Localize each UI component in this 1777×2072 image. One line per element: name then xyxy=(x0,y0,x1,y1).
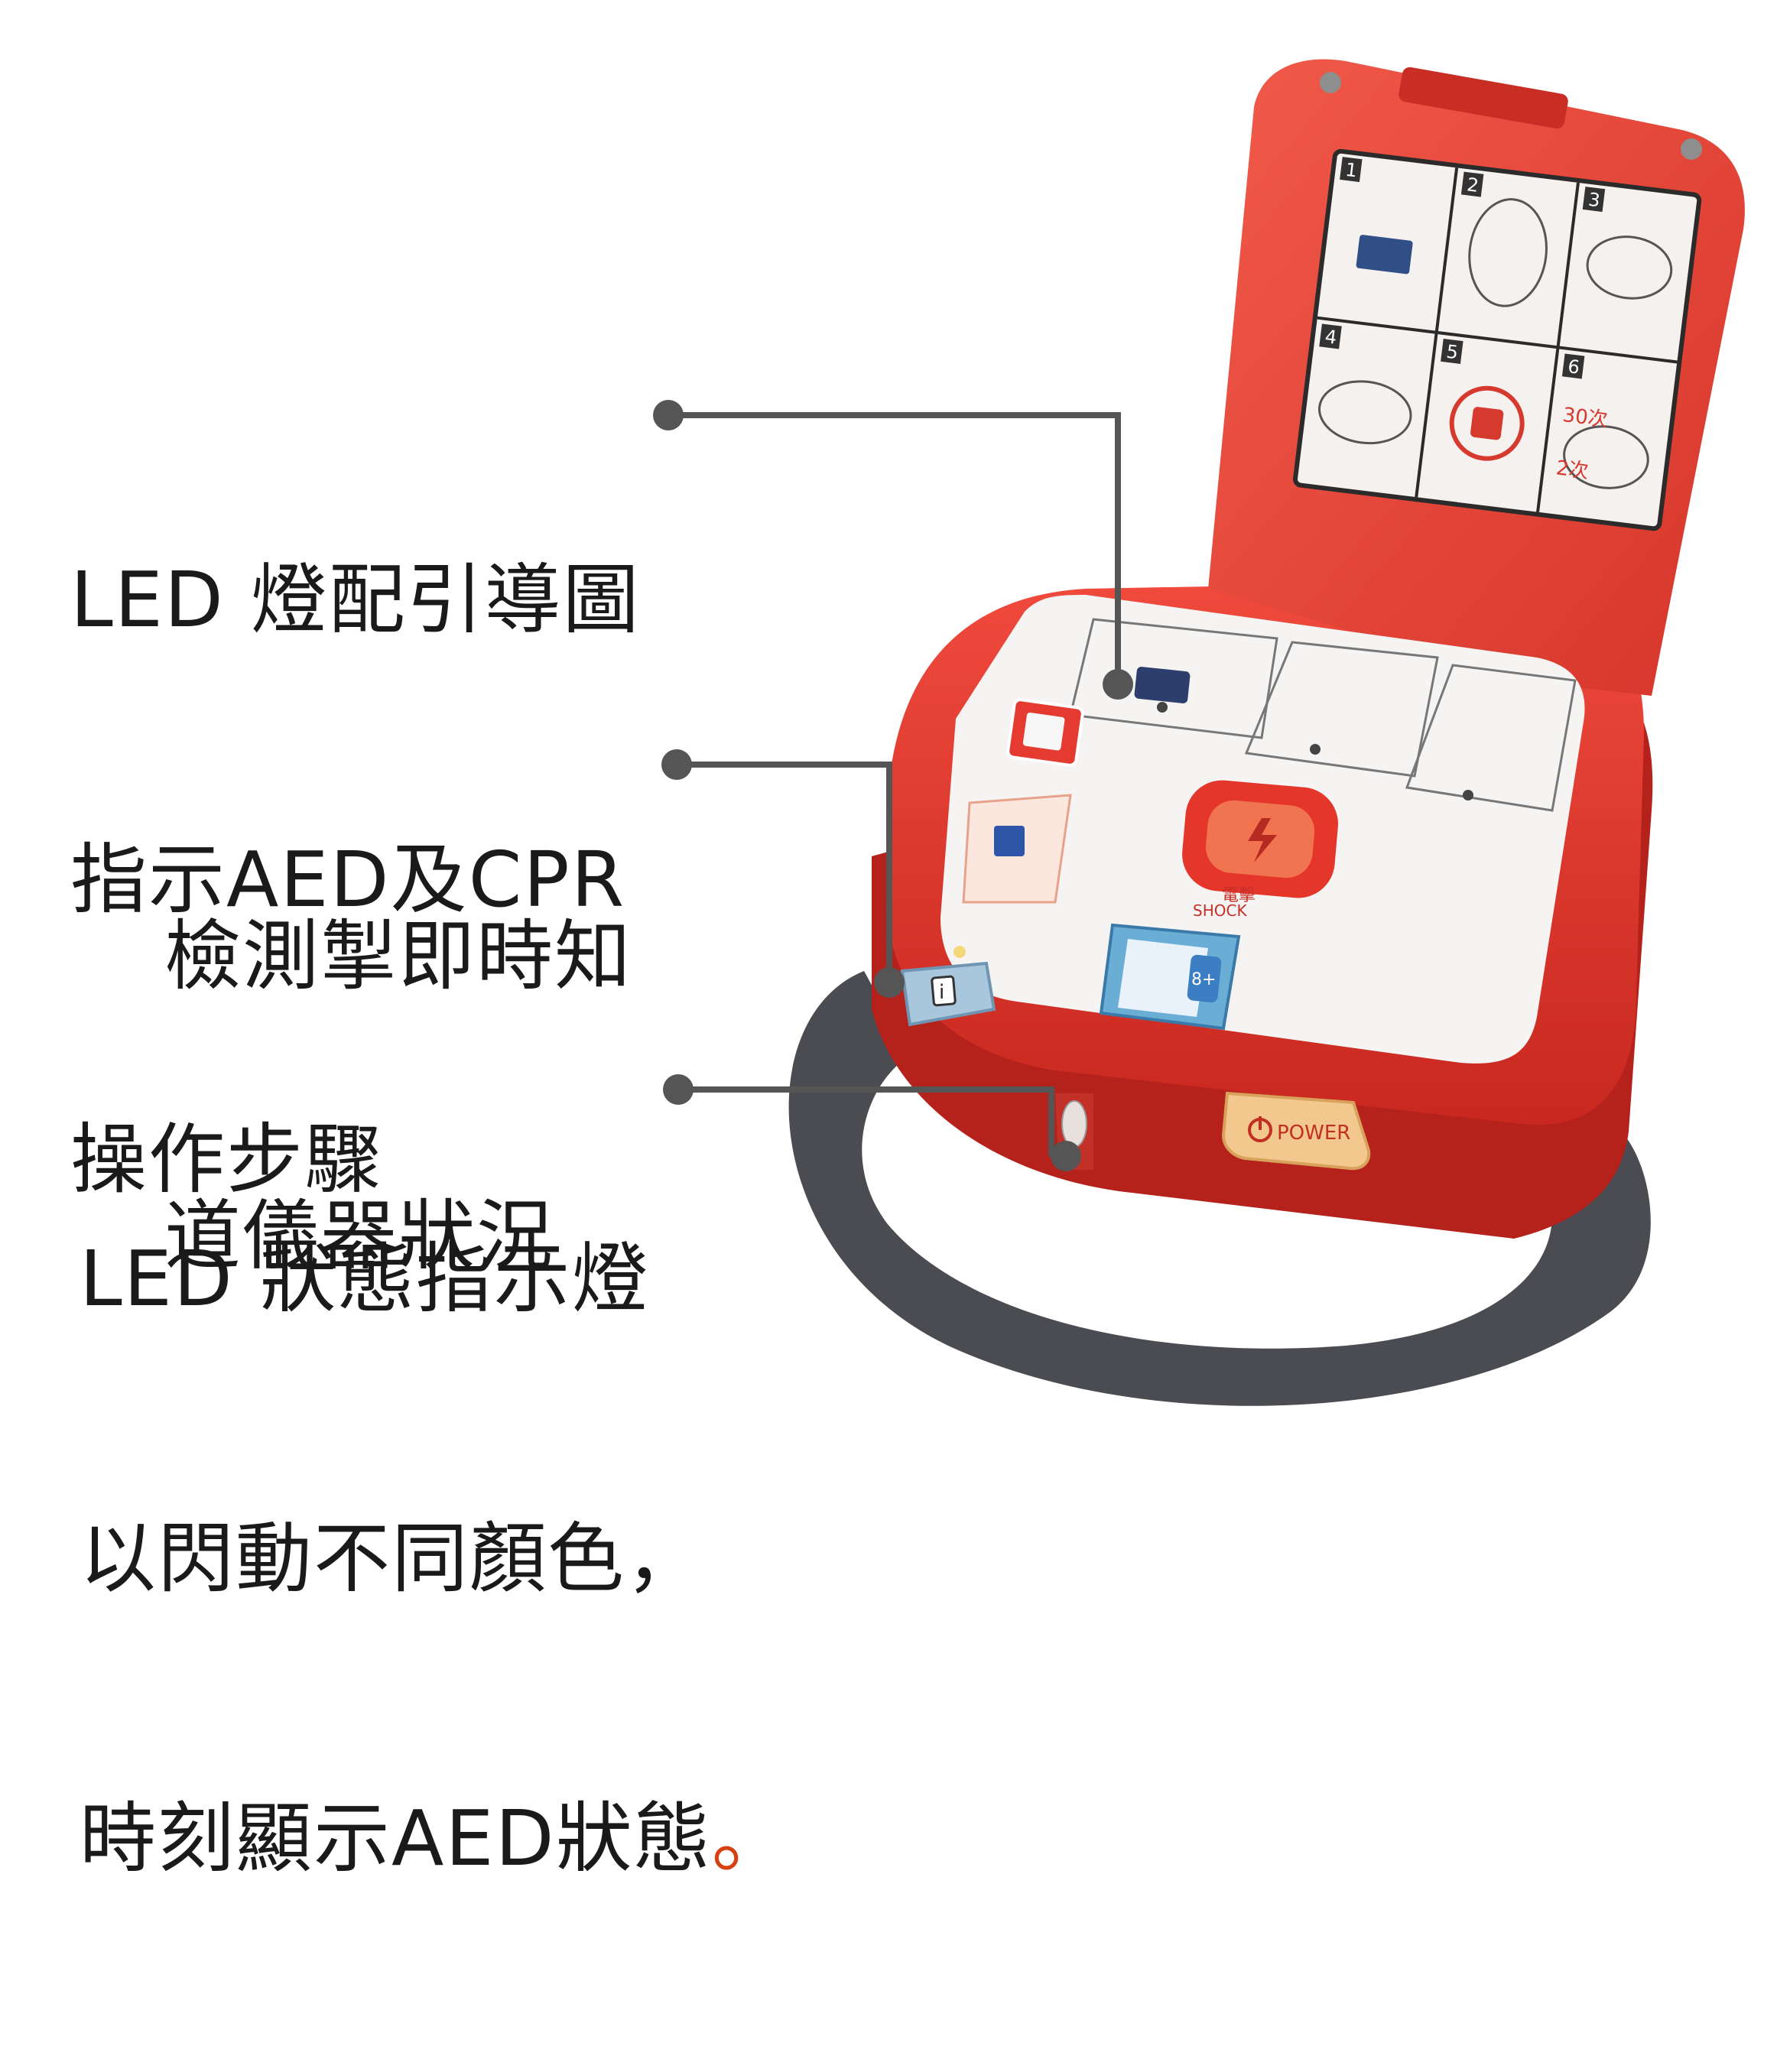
callout-1-line-3: 操作步驟 xyxy=(70,1115,382,1204)
shock-button[interactable] xyxy=(1179,778,1341,901)
callout-lines xyxy=(665,412,1121,1158)
callout-2-line-1: 檢測掣即時知 xyxy=(164,911,632,1001)
panel-led-display xyxy=(1134,667,1191,703)
callout-line-3 xyxy=(675,1086,1054,1158)
lid-count-2: 2次 xyxy=(1554,456,1590,483)
pediatric-key xyxy=(994,826,1025,856)
lid-count-30: 30次 xyxy=(1561,404,1609,432)
svg-text:5: 5 xyxy=(1445,341,1460,364)
callout-dot-3 xyxy=(663,1074,694,1105)
callout-3-line-2: 以閃動不同顏色， xyxy=(80,1514,703,1603)
callout-3-line-3: 時刻顯示AED狀態 xyxy=(80,1794,712,1883)
callout-3-end-mark: 。 xyxy=(711,1794,790,1883)
svg-text:4: 4 xyxy=(1324,326,1338,349)
callout-end-1 xyxy=(1103,669,1133,700)
callout-dot-2 xyxy=(661,749,692,780)
callout-line-2 xyxy=(674,762,892,982)
svg-text:1: 1 xyxy=(1344,159,1359,182)
callout-2-line-2: 道儀器狀況 xyxy=(164,1191,554,1281)
callout-dot-1 xyxy=(653,400,684,430)
child-age-label: 8+ xyxy=(1191,970,1216,989)
adult-child-switch[interactable] xyxy=(1099,923,1241,1031)
info-label: i xyxy=(939,981,944,1004)
aed-device-illustration: 1 2 3 4 5 6 30次 2次 xyxy=(653,59,1745,1406)
callout-3-line-1: LED 狀態指示燈 xyxy=(80,1234,650,1323)
shock-label-en: SHOCK xyxy=(1193,901,1247,920)
product-photo: 1 2 3 4 5 6 30次 2次 xyxy=(70,59,1745,1883)
lid-instruction-card: 1 2 3 4 5 6 30次 2次 xyxy=(1292,148,1702,531)
shock-label-zh: 電擊 xyxy=(1222,886,1256,905)
callout-led-status: LED 狀態指示燈 以閃動不同顏色， 時刻顯示AED狀態。 xyxy=(80,1046,790,2072)
callout-line-1 xyxy=(665,412,1121,684)
lid-grip xyxy=(1399,67,1568,129)
svg-text:2: 2 xyxy=(1466,174,1480,196)
svg-text:3: 3 xyxy=(1587,189,1602,212)
callout-1-line-1: LED 燈配引導圖 xyxy=(70,555,641,645)
power-button[interactable] xyxy=(1221,1091,1371,1171)
callout-end-2 xyxy=(874,967,905,998)
callout-end-3 xyxy=(1051,1141,1081,1171)
callout-check-button: 檢測掣即時知 道儀器狀況 xyxy=(164,723,632,1470)
info-button[interactable] xyxy=(900,961,996,1027)
callout-1-line-2: 指示AED及CPR xyxy=(70,835,626,924)
svg-text:6: 6 xyxy=(1567,356,1581,378)
power-label: POWER xyxy=(1277,1122,1350,1145)
callout-led-guide: LED 燈配引導圖 指示AED及CPR 操作步驟 xyxy=(70,367,641,1393)
